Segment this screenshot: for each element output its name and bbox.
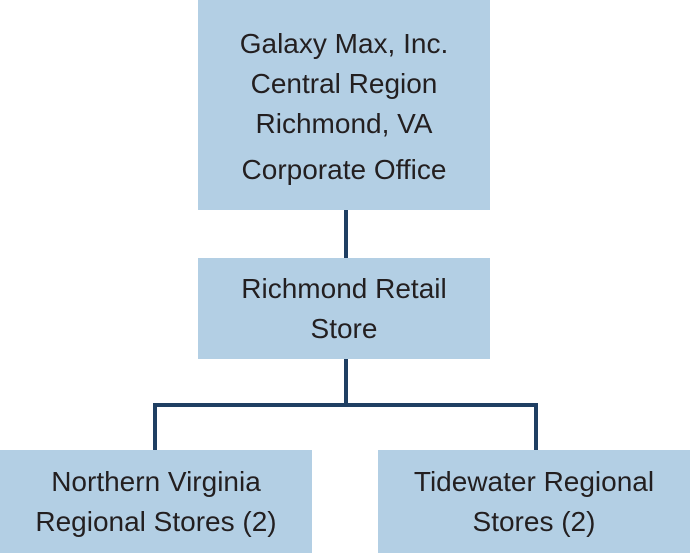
northern-virginia-stores-box: Northern Virginia Regional Stores (2) [0,450,312,553]
corporate-company-name: Galaxy Max, Inc. [239,28,449,59]
tidewater-line-2: Stores (2) [472,505,596,537]
corporate-location: Richmond, VA [255,108,433,139]
corporate-region: Central Region [250,68,438,99]
tidewater-line-1: Tidewater Regional [413,465,655,497]
tidewater-stores-box: Tidewater Regional Stores (2) [378,450,690,553]
corporate-office-label: Corporate Office [241,154,447,185]
northern-virginia-line-2: Regional Stores (2) [35,505,277,537]
richmond-retail-store-box: Richmond Retail Store [198,258,490,359]
retail-store-line-1: Richmond Retail [241,272,447,304]
retail-store-line-2: Store [310,312,378,344]
northern-virginia-line-1: Northern Virginia [51,465,261,497]
corporate-office-box: Galaxy Max, Inc. Central Region Richmond… [198,0,490,210]
